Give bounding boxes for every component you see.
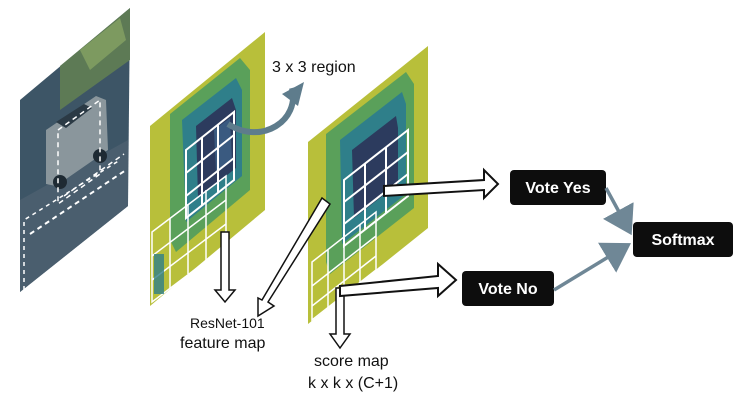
vote-yes-node: Vote Yes xyxy=(510,170,606,205)
vote-no-label: Vote No xyxy=(478,281,537,298)
feature-down-arrow xyxy=(213,231,237,304)
score-label-line1: score map xyxy=(314,353,389,370)
softmax-label: Softmax xyxy=(651,232,714,249)
vote-no-node: Vote No xyxy=(462,271,554,306)
input-image-panel xyxy=(20,8,130,292)
vote-yes-connector xyxy=(602,187,634,236)
score-map-panel xyxy=(308,46,428,324)
arrow-to-vote-no xyxy=(339,261,458,299)
score-grid-lower xyxy=(311,210,377,322)
score-grid-3x3 xyxy=(343,127,409,249)
softmax-node: Softmax xyxy=(633,222,733,257)
score-label-line2: k x k x (C+1) xyxy=(308,375,398,392)
arrow-to-vote-yes xyxy=(383,167,500,201)
car-icon xyxy=(46,96,108,186)
feature-grid-lower xyxy=(151,174,227,304)
backbone-label-line2: feature map xyxy=(180,335,265,352)
region-curved-arrow xyxy=(226,82,304,136)
vote-yes-label: Vote Yes xyxy=(525,180,590,197)
region-label: 3 x 3 region xyxy=(272,59,356,76)
feature-map-panel xyxy=(150,32,265,306)
score-to-feature-arrow xyxy=(257,196,332,318)
backbone-label-line1: ResNet-101 xyxy=(190,315,265,331)
vote-no-connector xyxy=(553,242,631,292)
